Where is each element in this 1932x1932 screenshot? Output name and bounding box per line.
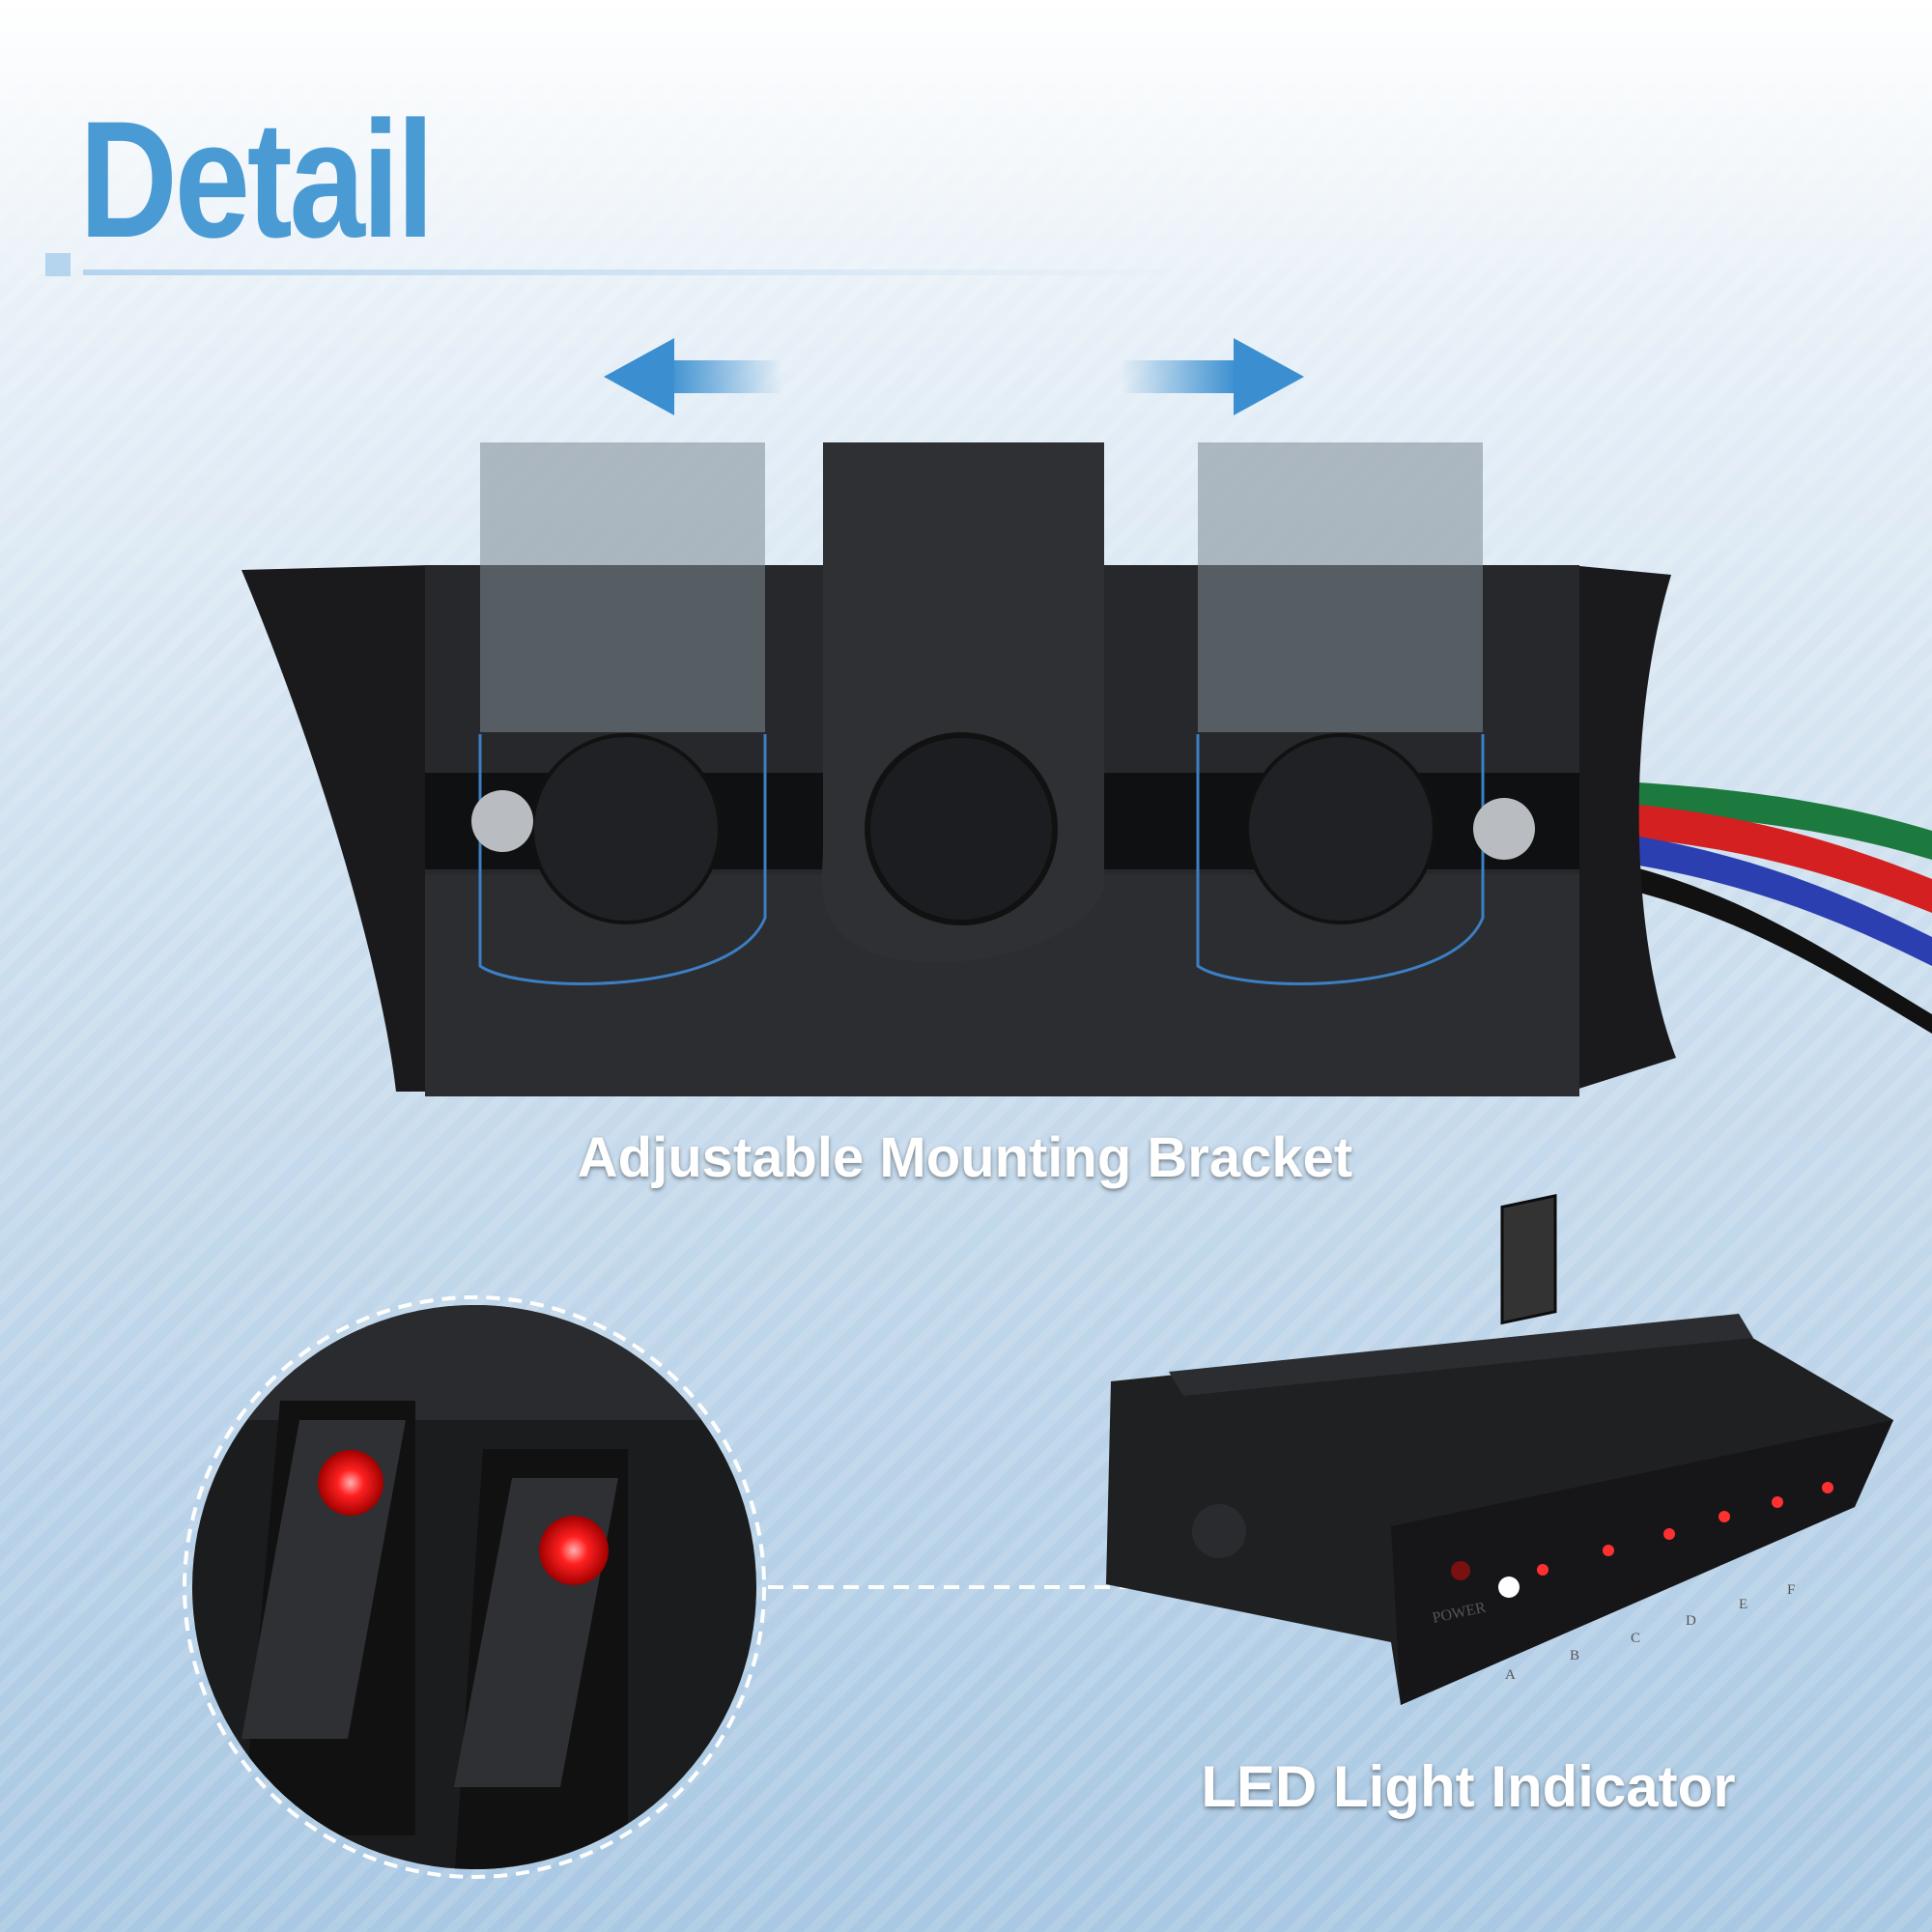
switch-panel-bracket-view xyxy=(242,442,1932,1096)
switch-label-d: D xyxy=(1686,1613,1696,1629)
switch-panel-product-view xyxy=(1106,1193,1893,1705)
led-indicator-icon xyxy=(539,1516,609,1585)
title-accent-square xyxy=(45,253,71,276)
switch-label-f: F xyxy=(1787,1582,1795,1598)
led-indicator-icon xyxy=(318,1450,384,1516)
led-caption: LED Light Indicator xyxy=(1201,1754,1736,1819)
title-underline xyxy=(83,270,1194,275)
switch-label-e: E xyxy=(1739,1597,1747,1612)
switch-label-c: C xyxy=(1631,1631,1640,1646)
move-left-arrow-icon xyxy=(604,338,782,415)
switch-label-b: B xyxy=(1570,1648,1579,1663)
bracket-caption: Adjustable Mounting Bracket xyxy=(577,1126,1353,1189)
page-title: Detail xyxy=(79,87,435,272)
move-right-arrow-icon xyxy=(1121,338,1304,415)
led-closeup-circle xyxy=(183,1295,766,1879)
switch-label-a: A xyxy=(1505,1667,1516,1683)
